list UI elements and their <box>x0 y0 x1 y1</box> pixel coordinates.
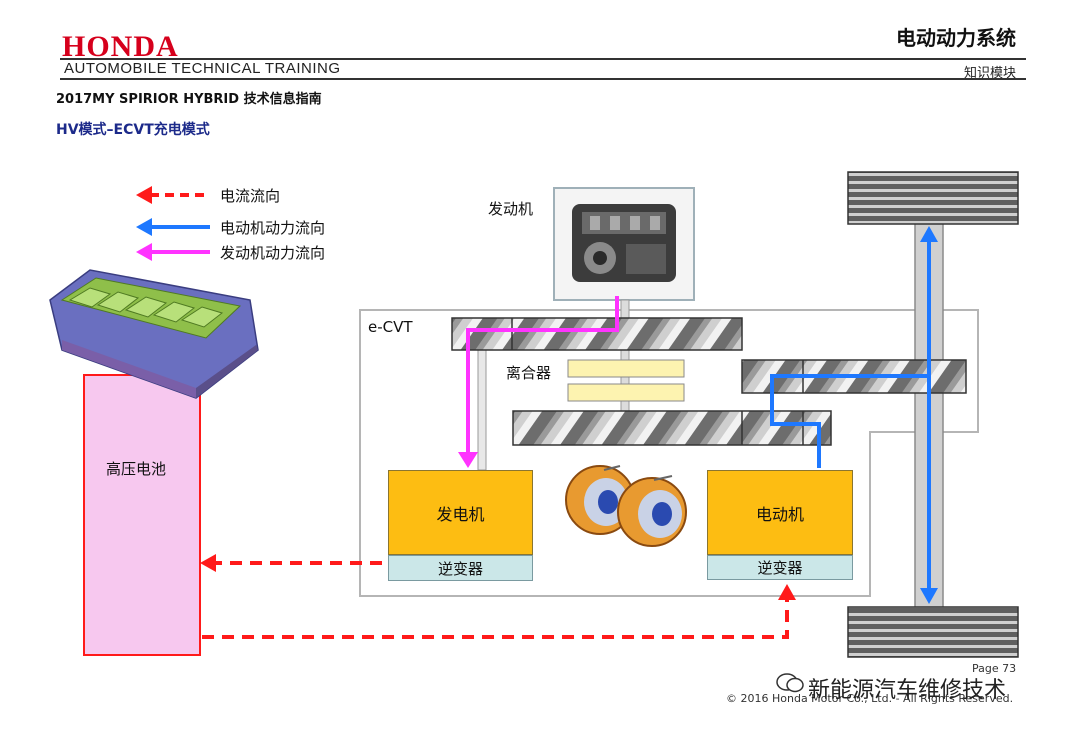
engine-power-arrowhead <box>458 452 478 468</box>
legend-current-label: 电流流向 <box>220 187 281 205</box>
copyright: © 2016 Honda Motor Co., Ltd. - All Right… <box>726 692 1014 705</box>
motor-inverter-label: 逆变器 <box>757 559 803 577</box>
current-arrow-battery <box>200 554 216 572</box>
header-subtitle: AUTOMOBILE TECHNICAL TRAINING <box>64 60 341 77</box>
battery-column <box>83 374 201 656</box>
wechat-icon <box>776 672 804 694</box>
section-title: 电动动力系统 <box>896 26 1016 50</box>
generator-label: 发电机 <box>436 504 485 524</box>
output-arrow-up <box>920 226 938 242</box>
module-label: 知识模块 <box>963 66 1016 81</box>
engine-label: 发动机 <box>488 200 534 218</box>
generator-block: 发电机 <box>388 470 533 555</box>
current-flow-battery-to-motor <box>202 598 789 639</box>
clutch-plate-top <box>567 359 685 378</box>
header-rule-top <box>60 58 1026 60</box>
clutch-label: 离合器 <box>506 364 552 382</box>
engine-power-flow-line <box>466 296 619 460</box>
legend-engine-label: 发动机动力流向 <box>220 244 326 262</box>
wheel-bottom <box>847 606 1019 658</box>
legend-motor-arrow <box>136 218 152 236</box>
input-gear <box>451 317 743 351</box>
motor-inverter: 逆变器 <box>707 555 853 580</box>
header-rule-bottom <box>60 78 1026 80</box>
motor-block: 电动机 <box>707 470 853 555</box>
generator-inverter-label: 逆变器 <box>437 559 483 578</box>
current-arrow-motor <box>778 584 796 600</box>
doc-title: 2017MY SPIRIOR HYBRID 技术信息指南 <box>56 92 322 107</box>
ecvt-housing <box>359 309 979 597</box>
battery-label: 高压电池 <box>106 460 167 478</box>
honda-logo: HONDA <box>62 30 179 63</box>
legend-motor-label: 电动机动力流向 <box>220 219 326 237</box>
watermark-text: 新能源汽车维修技术 <box>808 678 1007 703</box>
generator-inverter: 逆变器 <box>388 555 533 581</box>
slide-title: HV模式–ECVT充电模式 <box>56 122 210 138</box>
engine-image <box>572 204 676 282</box>
page-number: Page 73 <box>972 662 1017 675</box>
legend-current-arrow <box>136 186 152 204</box>
motor-generator-image <box>565 465 687 547</box>
battery-pack-image <box>49 269 259 399</box>
wheel-top <box>847 171 1019 225</box>
clutch-plate-bottom <box>567 383 685 402</box>
motor-label: 电动机 <box>755 504 804 524</box>
output-arrow-down <box>920 588 938 604</box>
legend-engine-arrow <box>136 243 152 261</box>
generator-shaft <box>477 339 487 471</box>
ecvt-label: e-CVT <box>368 318 413 336</box>
motor-power-flow-line <box>770 374 928 468</box>
lower-gear <box>512 410 832 446</box>
